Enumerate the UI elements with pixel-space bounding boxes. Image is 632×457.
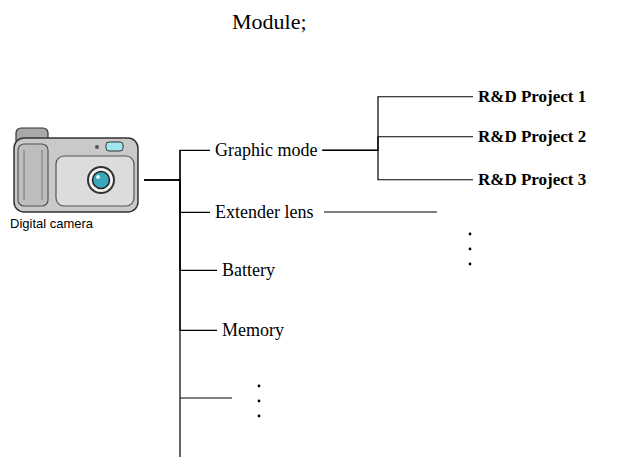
- module-label: Graphic mode: [210, 138, 322, 163]
- node-text: Digital camera: [10, 217, 144, 232]
- node-text: Extender lens: [215, 202, 313, 223]
- ellipsis-dot: [469, 248, 472, 251]
- ellipsis-dot: [469, 233, 472, 236]
- branch-line: [180, 397, 232, 398]
- node-text: Graphic mode: [215, 140, 317, 161]
- module-label: Battery: [217, 258, 280, 283]
- tree-connector: [144, 150, 210, 180]
- node-text: R&D Project 2: [478, 127, 586, 147]
- module-label: Memory: [217, 318, 289, 343]
- ellipsis-dot: [258, 385, 261, 388]
- tree-connector: [322, 97, 473, 151]
- node-text: Battery: [222, 260, 275, 281]
- tree-connector: [322, 137, 473, 151]
- module-label: Extender lens: [210, 200, 318, 225]
- branch-line: [324, 211, 437, 212]
- node-text: R&D Project 1: [478, 87, 586, 107]
- tree-connector: [144, 180, 210, 212]
- diagram-title: Module;: [232, 9, 307, 35]
- camera-node: Digital camera: [8, 126, 144, 232]
- camera-illustration: [14, 128, 138, 212]
- project-label: R&D Project 2: [473, 125, 591, 149]
- tree-connector: [144, 180, 217, 330]
- node-text: R&D Project 3: [478, 170, 586, 190]
- ellipsis-dot: [469, 263, 472, 266]
- node-text: Memory: [222, 320, 284, 341]
- ellipsis-dot: [258, 400, 261, 403]
- tree-connector: [322, 150, 473, 179]
- project-label: R&D Project 1: [473, 85, 591, 109]
- ellipsis-dot: [258, 415, 261, 418]
- project-label: R&D Project 3: [473, 168, 591, 192]
